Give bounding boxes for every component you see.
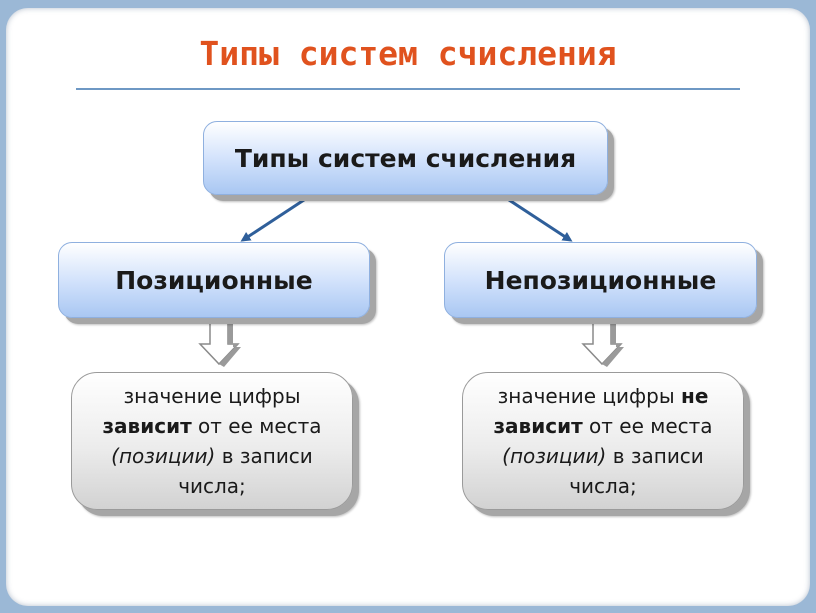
nonpositional-node: Непозиционные [444, 242, 757, 318]
root-node-label: Типы систем счисления [234, 143, 577, 173]
page-title: Типы систем счисления [199, 34, 617, 73]
positional-desc-bold: зависит [102, 414, 192, 438]
title-divider [76, 88, 740, 90]
nonpositional-node-label: Непозиционные [484, 265, 717, 295]
nonpositional-desc-bold: зависит [493, 414, 583, 438]
positional-node-label: Позиционные [115, 265, 313, 295]
positional-node: Позиционные [58, 242, 370, 318]
arrow-to-positional [240, 194, 311, 242]
nonpositional-desc-italic: (позиции) [502, 444, 607, 468]
nonpositional-desc-bold-not: не [681, 384, 709, 408]
positional-desc-part2: от ее места [191, 414, 322, 438]
positional-description: значение цифры зависит от ее места (пози… [71, 372, 353, 510]
nonpositional-desc-part2: от ее места [582, 414, 713, 438]
nonpositional-desc-part3: в записи числа; [569, 444, 704, 498]
nonpositional-description: значение цифры не зависит от ее места (п… [462, 372, 744, 510]
positional-desc-part3: в записи числа; [178, 444, 313, 498]
positional-desc-part1: значение цифры [123, 384, 301, 408]
root-node: Типы систем счисления [203, 121, 608, 195]
arrow-to-nonpositional [502, 194, 573, 242]
down-arrow-left-icon [198, 320, 241, 367]
down-arrow-right-icon [581, 320, 624, 367]
positional-desc-italic: (позиции) [111, 444, 216, 468]
nonpositional-desc-part1: значение цифры [497, 384, 681, 408]
